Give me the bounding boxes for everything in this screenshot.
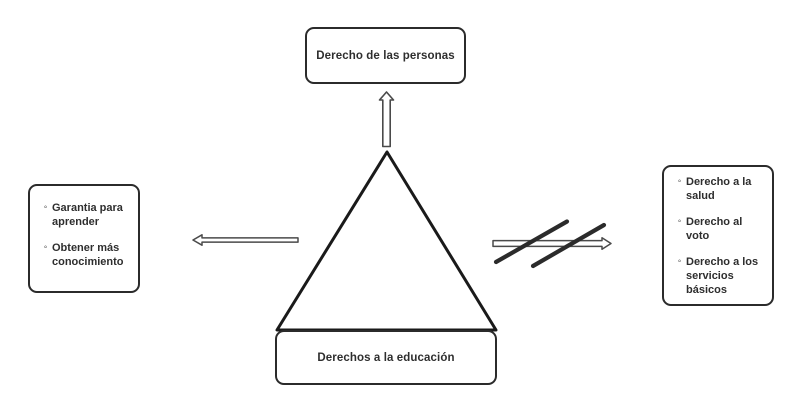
list-item-label: Garantia para aprender [52, 202, 123, 228]
list-item: ◦ Derecho al voto [673, 215, 767, 243]
list-item-label: Obtener más conocimiento [52, 242, 124, 268]
list-item: ◦ Derecho a los servicios básicos [673, 255, 767, 297]
node-derechos-educacion: Derechos a la educación [275, 330, 497, 385]
node-left-list: ◦ Garantia para aprender ◦ Obtener más c… [28, 184, 140, 293]
list-item-label: Derecho a los servicios básicos [686, 256, 759, 296]
node-right-list: ◦ Derecho a la salud ◦ Derecho al voto ◦… [662, 165, 774, 306]
node-label: Derecho de las personas [316, 49, 455, 62]
list-item: ◦ Garantia para aprender [39, 201, 133, 229]
list-item-label: Derecho al voto [686, 216, 743, 242]
bullet-icon: ◦ [677, 216, 682, 227]
right-arrow-icon [492, 237, 612, 250]
node-derecho-personas: Derecho de las personas [305, 27, 466, 84]
slash-icon [493, 219, 570, 265]
bullet-icon: ◦ [43, 202, 48, 213]
slash-icon [530, 222, 607, 269]
left-arrow-icon [192, 234, 299, 246]
bullet-icon: ◦ [677, 256, 682, 267]
up-arrow-icon [378, 91, 395, 148]
list-item: ◦ Obtener más conocimiento [39, 241, 133, 269]
list-item: ◦ Derecho a la salud [673, 175, 767, 203]
bullet-icon: ◦ [677, 176, 682, 187]
bullet-icon: ◦ [43, 242, 48, 253]
list-item-label: Derecho a la salud [686, 176, 752, 202]
triangle-shape [275, 150, 498, 332]
node-label: Derechos a la educación [317, 351, 455, 364]
